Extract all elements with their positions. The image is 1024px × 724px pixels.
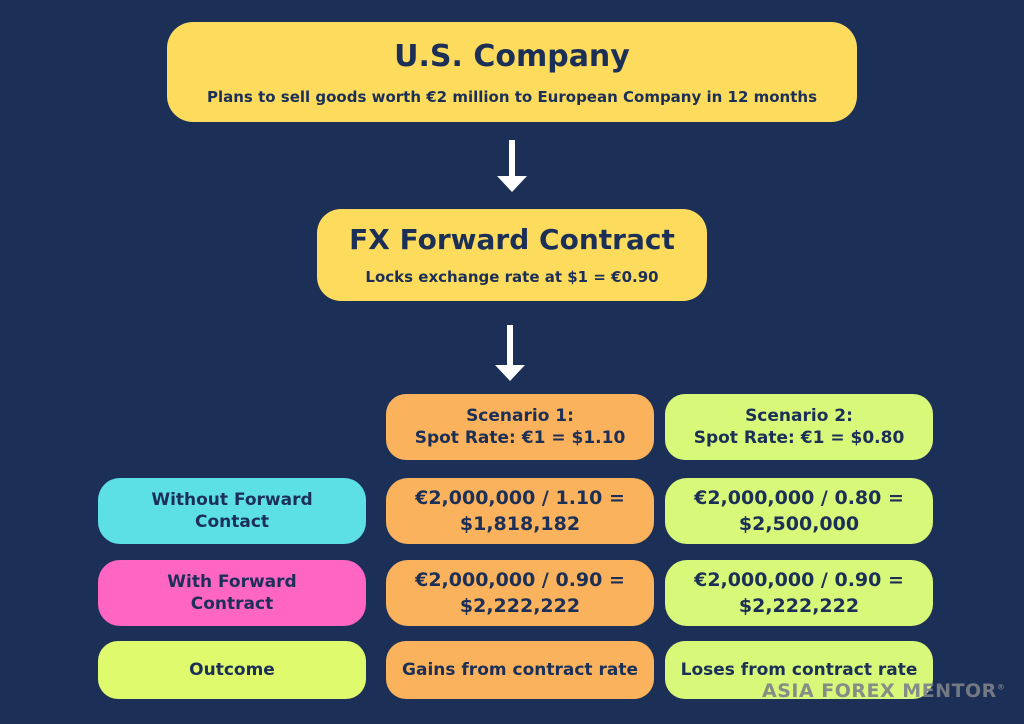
calculation-text: €2,000,000 / 0.80 = [694, 487, 904, 509]
calculation-text: €2,000,000 / 0.90 = [415, 569, 625, 591]
us-company-box: U.S. Company Plans to sell goods worth €… [167, 22, 857, 122]
result-value: $2,222,222 [459, 595, 581, 617]
down-arrow-icon [497, 140, 527, 192]
fx-forward-contract-description: Locks exchange rate at $1 = €0.90 [365, 268, 659, 286]
calculation-text: €2,000,000 / 1.10 = [415, 487, 625, 509]
us-company-title: U.S. Company [394, 39, 630, 74]
outcome-text: Loses from contract rate [680, 660, 918, 680]
watermark-logo: ASIA FOREX MENTOR® [762, 680, 1006, 702]
us-company-description: Plans to sell goods worth €2 million to … [206, 88, 818, 106]
scenario-2-label: Scenario 2: [745, 406, 853, 426]
row-label-without-forward: Without Forward Contact [98, 478, 366, 544]
scenario-1-rate: Spot Rate: €1 = $1.10 [414, 428, 626, 448]
row-label-line: Contact [194, 512, 270, 532]
fx-forward-contract-title: FX Forward Contract [349, 223, 675, 256]
row-label-line: With Forward [167, 572, 297, 592]
cell-without-forward-scenario-2: €2,000,000 / 0.80 = $2,500,000 [665, 478, 933, 544]
cell-with-forward-scenario-2: €2,000,000 / 0.90 = $2,222,222 [665, 560, 933, 626]
result-value: $1,818,182 [459, 513, 581, 535]
row-label-line: Outcome [189, 660, 275, 680]
result-value: $2,500,000 [738, 513, 860, 535]
row-label-outcome: Outcome [98, 641, 366, 699]
scenario-1-label: Scenario 1: [466, 406, 574, 426]
row-label-with-forward: With Forward Contract [98, 560, 366, 626]
cell-outcome-scenario-2: Loses from contract rate [665, 641, 933, 699]
row-label-line: Without Forward [151, 490, 313, 510]
scenario-2-header: Scenario 2: Spot Rate: €1 = $0.80 [665, 394, 933, 460]
calculation-text: €2,000,000 / 0.90 = [694, 569, 904, 591]
result-value: $2,222,222 [738, 595, 860, 617]
scenario-1-header: Scenario 1: Spot Rate: €1 = $1.10 [386, 394, 654, 460]
scenario-2-rate: Spot Rate: €1 = $0.80 [693, 428, 905, 448]
row-label-line: Contract [190, 594, 274, 614]
fx-forward-contract-box: FX Forward Contract Locks exchange rate … [317, 209, 707, 301]
watermark-text: ASIA FOREX MENTOR [762, 680, 997, 702]
outcome-text: Gains from contract rate [402, 660, 638, 680]
cell-outcome-scenario-1: Gains from contract rate [386, 641, 654, 699]
down-arrow-icon [495, 325, 525, 381]
cell-without-forward-scenario-1: €2,000,000 / 1.10 = $1,818,182 [386, 478, 654, 544]
cell-with-forward-scenario-1: €2,000,000 / 0.90 = $2,222,222 [386, 560, 654, 626]
